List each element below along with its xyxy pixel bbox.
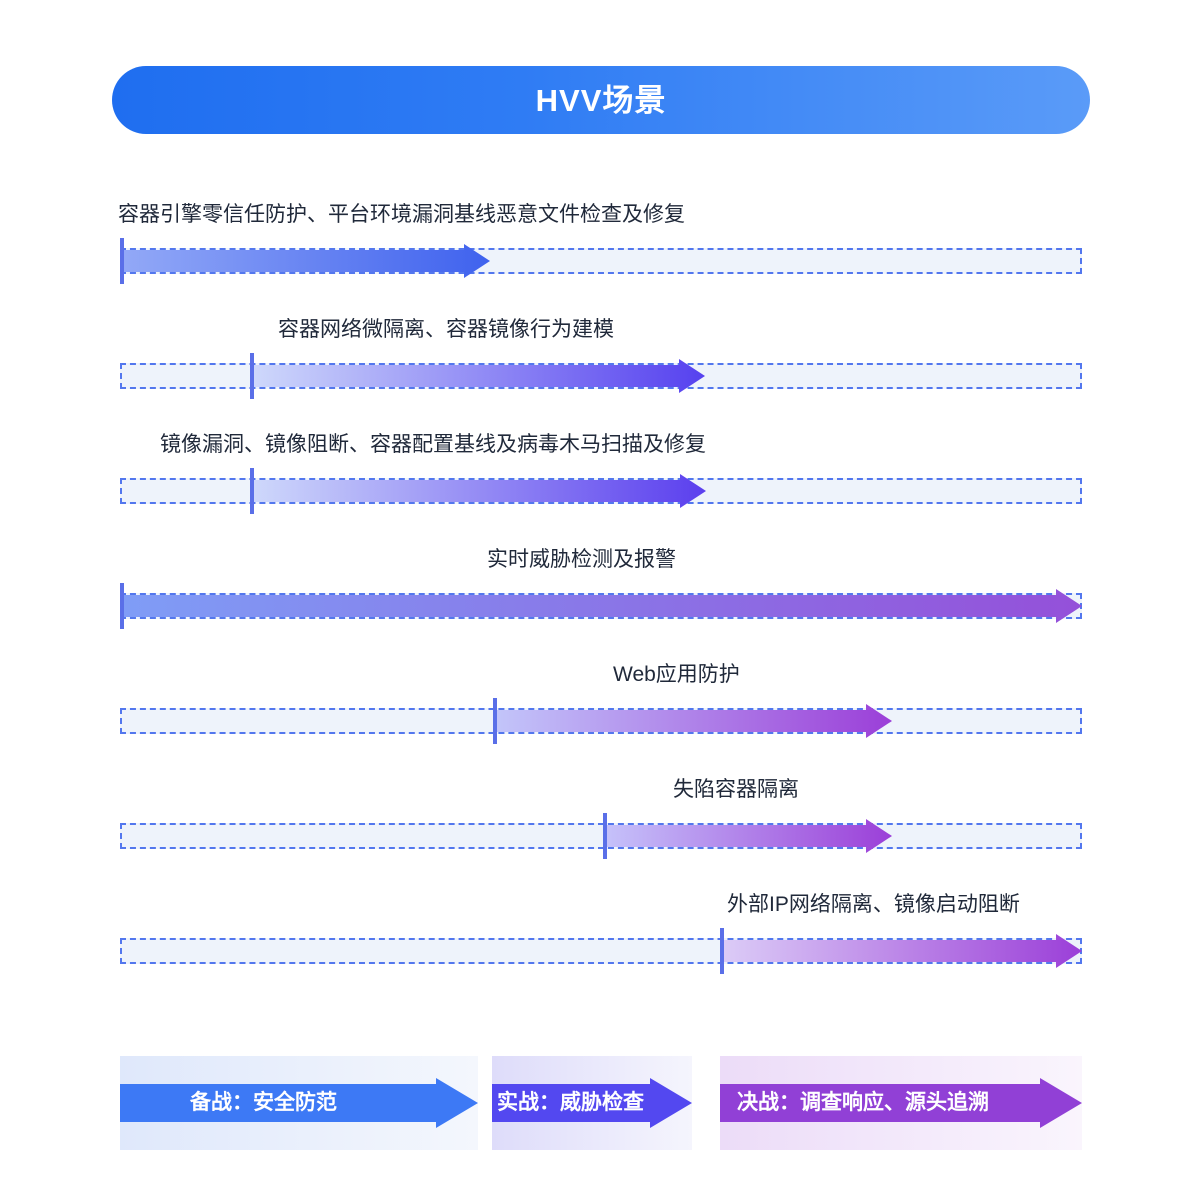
- timeline-start-tick: [120, 238, 124, 284]
- timeline-arrow: [120, 244, 490, 278]
- timeline-row-label: 容器引擎零信任防护、平台环境漏洞基线恶意文件检查及修复: [118, 203, 685, 226]
- timeline-arrow: [720, 934, 1082, 968]
- timeline-start-tick: [720, 928, 724, 974]
- timeline-track: [120, 823, 1082, 849]
- phase-arrow: [720, 1078, 1082, 1128]
- title-banner: HVV场景: [112, 66, 1090, 134]
- phase-label: 实战：威胁检查: [497, 1091, 644, 1114]
- timeline-row: 镜像漏洞、镜像阻断、容器配置基线及病毒木马扫描及修复: [0, 430, 1202, 526]
- phase-item[interactable]: 备战：安全防范: [120, 1056, 478, 1150]
- phase-arrow: [492, 1078, 692, 1128]
- phase-bar: 备战：安全防范 实战：威胁检查 决战：调查响应、源头追溯: [0, 1056, 1202, 1152]
- timeline-row: 失陷容器隔离: [0, 775, 1202, 871]
- timeline-start-tick: [250, 468, 254, 514]
- timeline-row-label: 镜像漏洞、镜像阻断、容器配置基线及病毒木马扫描及修复: [160, 433, 706, 456]
- timeline-row: 容器网络微隔离、容器镜像行为建模: [0, 315, 1202, 411]
- timeline-arrow: [603, 819, 892, 853]
- timeline-row: 实时威胁检测及报警: [0, 545, 1202, 641]
- timeline-row-label: 失陷容器隔离: [673, 778, 799, 801]
- timeline-row-label: 实时威胁检测及报警: [487, 548, 676, 571]
- timeline-start-tick: [603, 813, 607, 859]
- timeline-row: 容器引擎零信任防护、平台环境漏洞基线恶意文件检查及修复: [0, 200, 1202, 296]
- phase-item[interactable]: 实战：威胁检查: [492, 1056, 692, 1150]
- timeline-row-label: 外部IP网络隔离、镜像启动阻断: [727, 893, 1020, 916]
- timeline-arrow: [120, 589, 1082, 623]
- timeline-arrow: [250, 359, 705, 393]
- timeline-arrow: [250, 474, 706, 508]
- phase-label: 决战：调查响应、源头追溯: [737, 1091, 989, 1114]
- timeline-row-label: 容器网络微隔离、容器镜像行为建模: [278, 318, 614, 341]
- timeline-start-tick: [120, 583, 124, 629]
- timeline-arrow: [493, 704, 892, 738]
- timeline-row: 外部IP网络隔离、镜像启动阻断: [0, 890, 1202, 986]
- timeline-start-tick: [250, 353, 254, 399]
- phase-item[interactable]: 决战：调查响应、源头追溯: [720, 1056, 1082, 1150]
- page-title: HVV场景: [535, 82, 667, 118]
- timeline-start-tick: [493, 698, 497, 744]
- phase-label: 备战：安全防范: [190, 1091, 337, 1114]
- phase-arrow: [120, 1078, 478, 1128]
- timeline-row: Web应用防护: [0, 660, 1202, 756]
- timeline-row-label: Web应用防护: [613, 663, 740, 686]
